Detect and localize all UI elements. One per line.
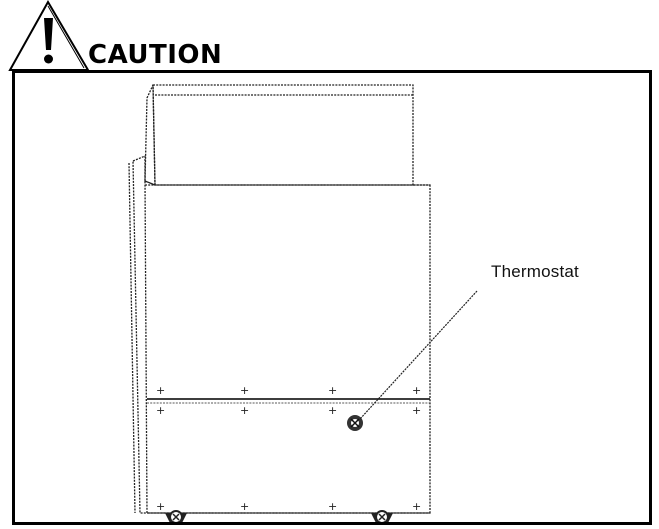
svg-text:+: + [412, 404, 421, 417]
svg-text:+: + [412, 500, 421, 513]
diagram-frame: + + + + + + + + + + + + [12, 70, 652, 525]
svg-text:+: + [240, 500, 249, 513]
svg-text:+: + [412, 384, 421, 397]
svg-text:+: + [156, 500, 165, 513]
cabinet-body [145, 184, 431, 514]
caution-title: CAUTION [88, 40, 223, 70]
side-panel [132, 155, 148, 514]
caster-right [371, 510, 393, 522]
caster-left [165, 510, 187, 522]
svg-text:+: + [156, 404, 165, 417]
svg-text:+: + [240, 384, 249, 397]
svg-text:+: + [328, 404, 337, 417]
svg-text:+: + [328, 384, 337, 397]
svg-text:+: + [240, 404, 249, 417]
screws: + + + + + + + + + + + + [156, 384, 421, 513]
svg-text:+: + [328, 500, 337, 513]
caution-header: CAUTION [0, 0, 659, 72]
cabinet-diagram: + + + + + + + + + + + + [128, 84, 478, 522]
svg-text:+: + [156, 384, 165, 397]
thermostat-knob [347, 415, 363, 431]
lid [152, 84, 414, 186]
warning-triangle-icon [8, 0, 90, 71]
callout-leader [359, 290, 478, 420]
thermostat-label: Thermostat [491, 262, 579, 281]
